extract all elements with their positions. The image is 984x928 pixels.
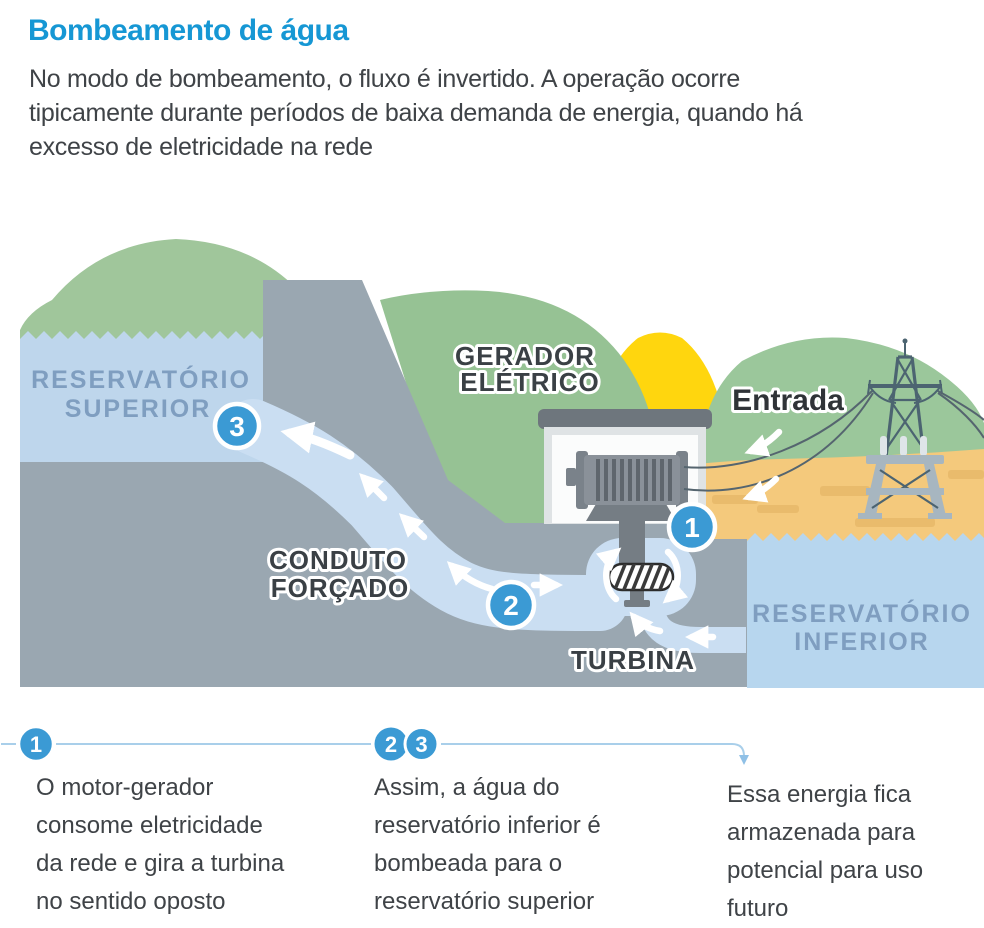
motor-nub (566, 468, 576, 486)
badge-3-circle (212, 401, 262, 451)
legend-badge-2-circle (374, 727, 408, 761)
legend-line: reservatório superior (374, 888, 595, 915)
motor-generator (566, 451, 688, 568)
diagram-labels: RESERVATÓRIO SUPERIOR GERADOR ELÉTRICO E… (31, 338, 972, 678)
flow-arrow (446, 561, 496, 593)
legend-badge-1-number: 1 (30, 732, 42, 757)
upper-reservoir-label-line1: RESERVATÓRIO (31, 364, 251, 394)
entrada-arrows (742, 428, 783, 503)
legend-item-1: O motor-gerador consome eletricidade da … (36, 769, 284, 921)
badge-1-number: 1 (684, 512, 700, 543)
sand-stripe (855, 518, 935, 527)
badge-2-number: 2 (503, 590, 519, 621)
generator-label-line1: GERADOR (455, 341, 595, 371)
tower-tip (902, 338, 908, 344)
tower-bracing (886, 359, 924, 449)
legend-line: reservatório inferior é (374, 812, 601, 839)
upper-reservoir-label-line2: SUPERIOR (65, 395, 212, 423)
sand-stripe (948, 470, 984, 479)
house-roof (538, 409, 712, 429)
tower-insulators (880, 436, 927, 456)
legend-badges: 1 2 3 (17, 725, 440, 763)
sand-bank (640, 449, 984, 550)
turbine-label: TURBINA (571, 645, 695, 675)
legend-line: Assim, a água do (374, 774, 560, 801)
intro-line: No modo de bombeamento, o fluxo é invert… (29, 65, 741, 93)
rotor-stub (630, 590, 644, 602)
legend-line: futuro (727, 895, 789, 922)
motor-base (586, 504, 676, 521)
legend-line: armazenada para (727, 819, 916, 846)
flow-arrow (359, 473, 388, 502)
legend-line: potencial para uso (727, 857, 924, 884)
sand-stripe (757, 505, 799, 513)
lower-reservoir-water (747, 533, 984, 688)
circulation-arrow-right (662, 548, 689, 604)
intro-paragraph: No modo de bombeamento, o fluxo é invert… (29, 62, 803, 164)
legend-line: O motor-gerador (36, 774, 214, 801)
diagram-badges: 3 2 1 (212, 401, 718, 631)
legend-connector (1, 743, 749, 765)
power-lines (683, 390, 984, 492)
penstock-label-line1: CONDUTO (269, 545, 407, 575)
legend-line: no sentido oposto (36, 888, 226, 915)
legend-note: Essa energia fica armazenada para potenc… (727, 776, 923, 928)
flow-arrows (280, 421, 717, 649)
tower-legs (858, 464, 952, 519)
tower-crossarm (867, 379, 943, 404)
channel-arrow-curved (629, 611, 664, 638)
badge-1-circle (666, 501, 718, 553)
flow-arrow-up-left (280, 421, 355, 460)
flow-arrow (398, 513, 428, 541)
lower-reservoir-label-line1: RESERVATÓRIO (752, 598, 972, 628)
shaft (619, 521, 645, 568)
legend-line: consome eletricidade (36, 812, 263, 839)
page-title: Bombeamento de água (28, 14, 349, 47)
legend-item-2-3: Assim, a água do reservatório inferior é… (374, 769, 601, 921)
entrada-arrow (742, 475, 780, 503)
legend-line: bombeada para o (374, 850, 563, 877)
generator-label-line2: ELÉTRICO (460, 367, 599, 397)
intro-line: excesso de eletricidade na rede (29, 133, 373, 161)
badge-3-number: 3 (229, 411, 245, 442)
transmission-tower (858, 338, 952, 519)
legend-line: Essa energia fica (727, 781, 912, 808)
legend-line: da rede e gira a turbina (36, 850, 285, 877)
legend-badge-1-circle (17, 725, 55, 763)
rotor-foot (624, 600, 650, 607)
legend-badge-3-number: 3 (415, 732, 427, 757)
lower-reservoir-label-line2: INFERIOR (794, 628, 929, 656)
circulation-arrow-left (595, 547, 622, 603)
tower-platform (866, 455, 944, 464)
sand-stripe (820, 486, 870, 496)
motor-fins (596, 459, 672, 501)
penstock-label-line2: FORÇADO (271, 573, 409, 603)
intro-line: tipicamente durante períodos de baixa de… (29, 99, 803, 127)
legend-badge-2-number: 2 (385, 732, 397, 757)
legend-badge-3-circle (403, 726, 440, 762)
entrada-arrow (744, 428, 783, 457)
badge-2-circle (485, 579, 537, 631)
upper-reservoir-water (20, 331, 276, 462)
entrada-label: Entrada (732, 384, 844, 417)
